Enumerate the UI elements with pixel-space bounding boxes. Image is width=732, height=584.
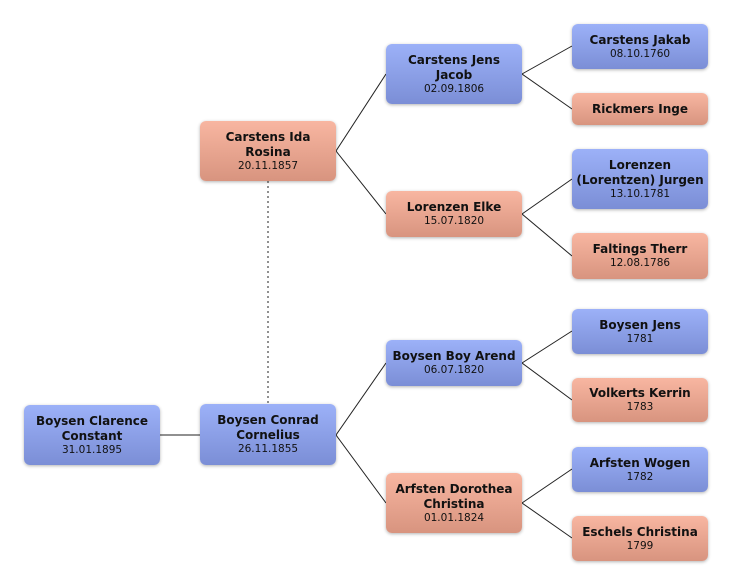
connector-dorothea-parents (521, 468, 573, 539)
connector-conrad-parents (335, 362, 387, 504)
person-name: Carstens Jakab (589, 32, 691, 47)
connector-elke-parents (521, 178, 573, 257)
person-card-inge[interactable]: Rickmers Inge (572, 93, 708, 125)
person-name: Boysen Jens (599, 317, 681, 332)
person-name: Lorenzen Elke (406, 200, 502, 214)
person-date: 15.07.1820 (423, 215, 485, 227)
person-date: 08.10.1760 (609, 47, 671, 60)
person-name: Faltings Therr (592, 242, 688, 256)
connector-ida-parents (335, 73, 387, 215)
person-name: Boysen Boy Arend (392, 349, 516, 363)
person-date: 20.11.1857 (237, 159, 299, 172)
person-date: 12.08.1786 (609, 257, 671, 269)
person-date: 1781 (626, 332, 654, 345)
person-date: 1782 (626, 470, 654, 483)
person-name: Arfsten Dorothea Christina (395, 481, 513, 511)
connector-jensjacob-parents (521, 45, 573, 110)
person-date: 26.11.1855 (237, 443, 299, 455)
person-date: 06.07.1820 (423, 364, 485, 376)
connector-boyarend-parents (521, 330, 573, 401)
person-name: Volkerts Kerrin (589, 386, 691, 400)
person-name: Boysen Conrad Cornelius (217, 413, 319, 442)
person-date: 13.10.1781 (609, 187, 671, 200)
person-date: 02.09.1806 (423, 82, 485, 95)
person-date: 31.01.1895 (61, 443, 123, 456)
person-name: Boysen Clarence Constant (35, 413, 149, 443)
person-name: Lorenzen (Lorentzen) Jurgen (576, 157, 704, 187)
person-name: Carstens Jens Jacob (408, 52, 500, 82)
person-name: Carstens Ida Rosina (225, 129, 311, 159)
person-name: Arfsten Wogen (589, 455, 691, 470)
person-date: 01.01.1824 (423, 511, 485, 524)
person-date: 1799 (626, 539, 654, 552)
person-date: 1783 (626, 401, 654, 413)
person-name: Eschels Christina (582, 524, 698, 539)
person-name: Rickmers Inge (591, 101, 689, 116)
